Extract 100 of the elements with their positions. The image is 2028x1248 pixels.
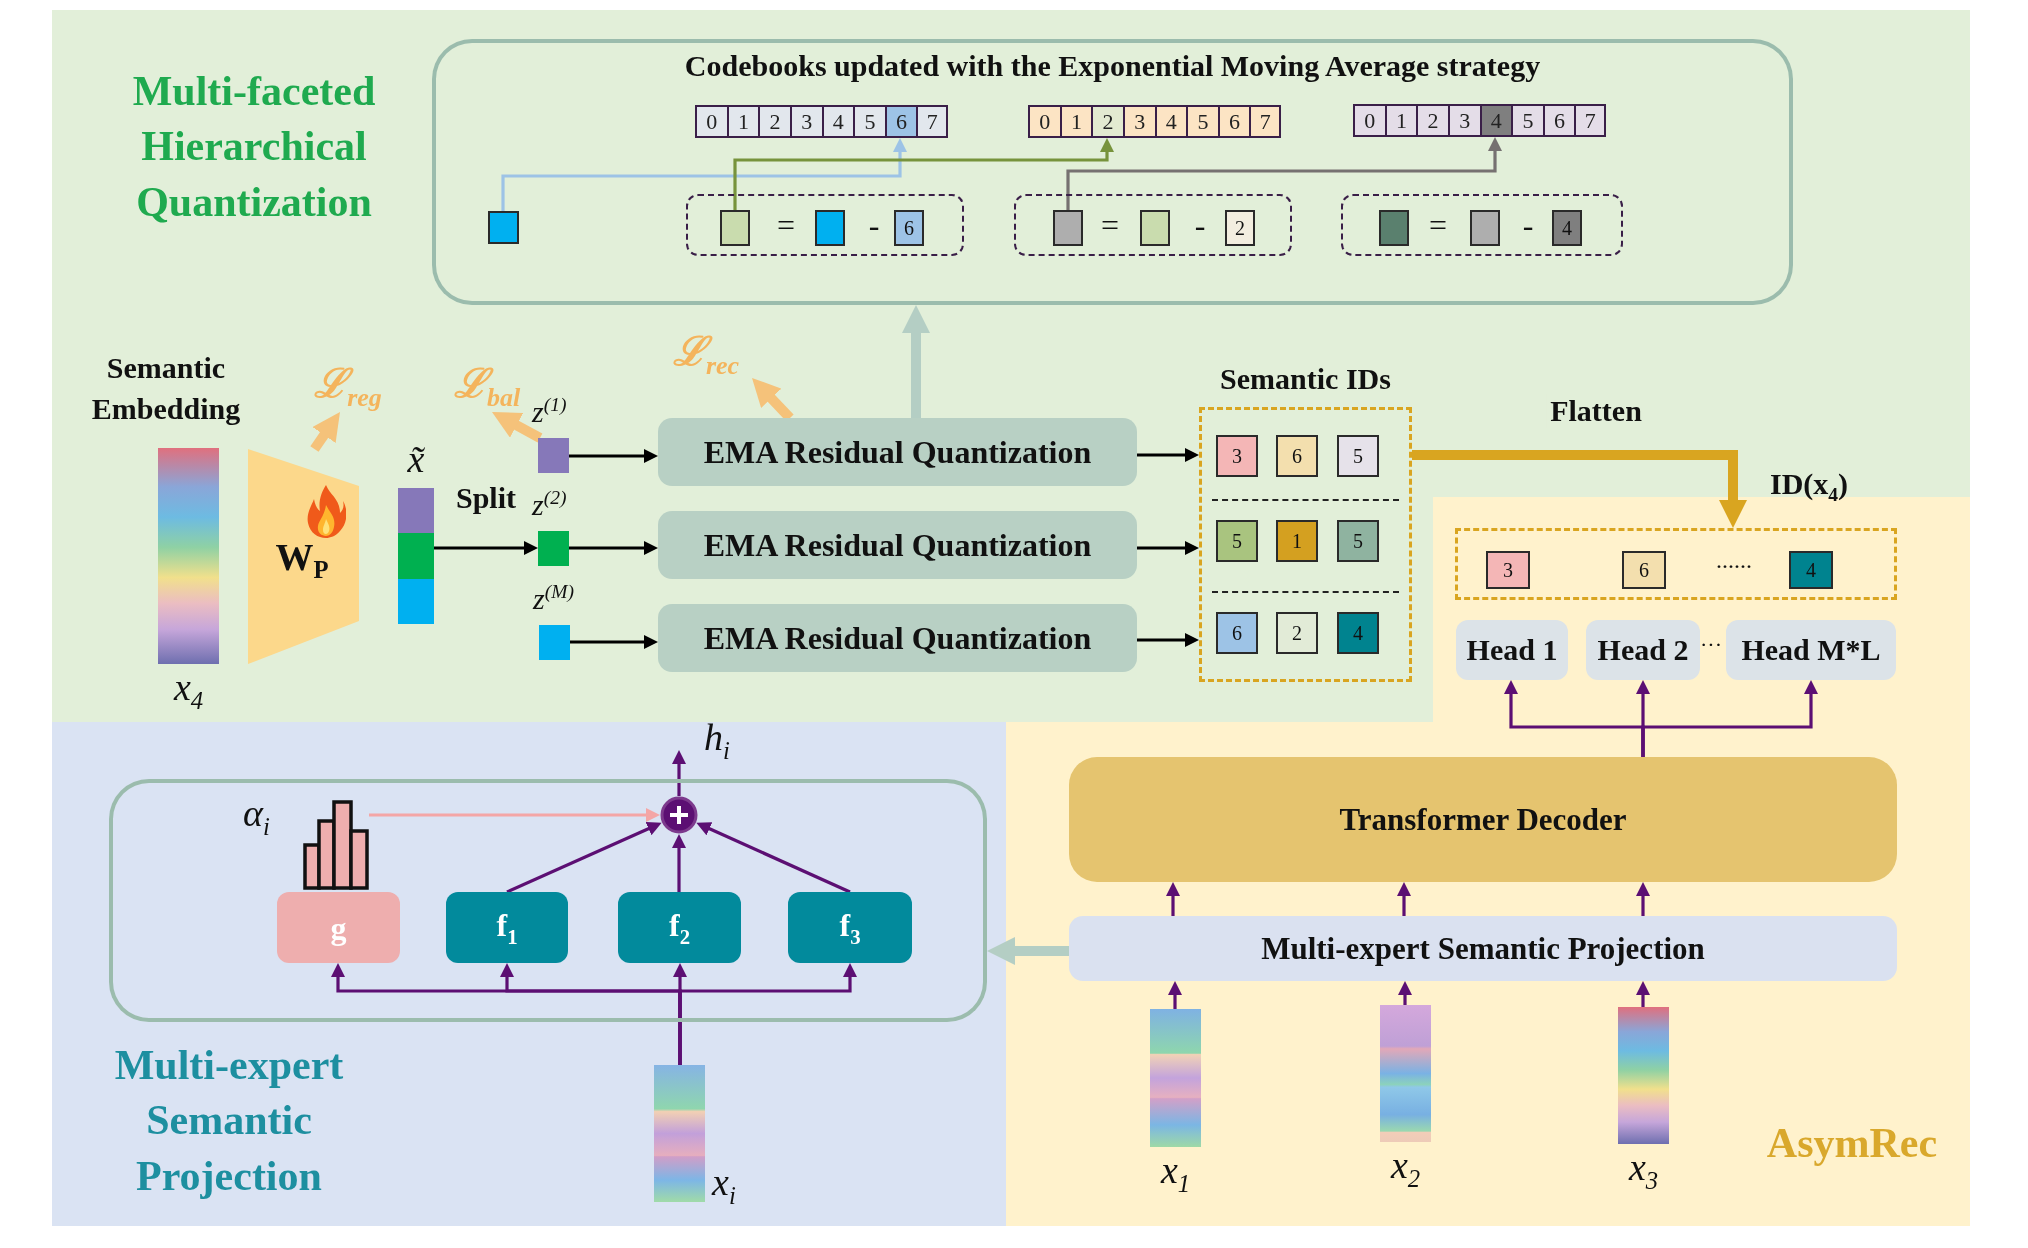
box-label: Head 2 [1597, 632, 1689, 668]
code-square [1216, 520, 1258, 562]
code-number: 6 [904, 216, 914, 240]
code-square [1337, 520, 1379, 562]
process-box [658, 511, 1137, 579]
box-label: Head 1 [1466, 632, 1558, 668]
gate-box [277, 892, 400, 963]
equals-sign: = [1101, 206, 1119, 244]
code-square [1622, 551, 1666, 589]
process-box [658, 418, 1137, 486]
minus-sign: - [1194, 206, 1206, 244]
codebook-entry: 0 [1353, 104, 1387, 137]
loss-label: ℒ$_{rec}$ [672, 329, 740, 381]
variable-label: x$_{3}$ [1628, 1146, 1659, 1195]
arrow [570, 634, 658, 650]
codebook-entry: 2 [758, 105, 792, 138]
arrow [492, 412, 543, 443]
section-title: Multi-faceted Hierarchical Quantization [131, 67, 377, 227]
head-box [1456, 620, 1568, 680]
code-square [1276, 612, 1318, 654]
variable-label: α$_{i}$ [243, 792, 270, 841]
arrow [434, 540, 538, 556]
residual-box [1341, 194, 1623, 256]
ellipsis: ...... [1716, 547, 1752, 575]
ellipsis: ··· [1700, 632, 1722, 658]
code-number: 4 [1562, 216, 1572, 240]
residual-box [1014, 194, 1292, 256]
arrow [1165, 882, 1181, 916]
loss-label: ℒ$_{reg}$ [314, 361, 382, 413]
box-label: f$_{3}$ [839, 906, 861, 949]
panel-title: Codebooks updated with the Exponential Moving Average strategy [684, 49, 1541, 84]
vector-square [488, 211, 519, 244]
arrow [1396, 882, 1412, 916]
minus-sign: - [868, 206, 880, 244]
code-square [1225, 210, 1255, 246]
codebook-entry: 5 [1511, 104, 1545, 137]
codebook-entry: 2 [1091, 105, 1125, 138]
codebook-entry: 0 [1028, 105, 1062, 138]
code-square [1216, 612, 1258, 654]
code-square [1552, 210, 1582, 246]
expert-box [618, 892, 741, 963]
head-box [1726, 620, 1896, 680]
vector-square [1470, 210, 1500, 246]
variable-label: z$^{(M)}$ [533, 581, 574, 617]
arrow [1641, 680, 1819, 757]
vector-square [1140, 210, 1170, 246]
equals-sign: = [777, 206, 795, 244]
box-label: g [330, 909, 347, 946]
arrow [696, 822, 851, 894]
minus-sign: - [1522, 206, 1534, 244]
model-name: AsymRec [1766, 1118, 1938, 1168]
code-square [1276, 435, 1318, 477]
arrow [678, 963, 858, 1065]
arrow [1066, 137, 1503, 210]
codebook-entry: 3 [789, 105, 824, 138]
rounded-frame [432, 39, 1793, 305]
process-box [1069, 757, 1897, 882]
code-number: 3 [1232, 444, 1242, 468]
arrow [1397, 981, 1413, 1005]
code-number: 1 [1292, 529, 1302, 553]
group-title: Semantic IDs [1220, 362, 1391, 397]
code-square [894, 210, 924, 246]
arrow [569, 448, 658, 464]
box-label: EMA Residual Quantization [703, 433, 1092, 471]
code-square [1789, 551, 1833, 589]
arrow [1137, 447, 1199, 463]
section-heading: Semantic Embedding [90, 350, 242, 427]
code-number: 5 [1353, 529, 1363, 553]
variable-label: z$^{(2)}$ [532, 487, 567, 523]
rounded-frame [109, 779, 987, 1022]
variable-label: x$_{4}$ [173, 666, 204, 715]
arrow [369, 807, 660, 823]
arrow [1137, 632, 1199, 648]
variable-label: h$_{i}$ [704, 716, 730, 765]
codebook-entry: 5 [1186, 105, 1220, 138]
variable-label: x$_{i}$ [712, 1161, 736, 1210]
box-label: Head M*L [1741, 632, 1881, 668]
box-label: f$_{2}$ [668, 906, 691, 949]
codebook-entry: 3 [1447, 104, 1482, 137]
matrix-label: W$_{P}$ [275, 535, 329, 585]
section-title: Multi-expert Semantic Projection [113, 1041, 345, 1201]
loss-label: ℒ$_{bal}$ [453, 361, 521, 413]
arrow [569, 540, 658, 556]
residual-box [686, 194, 964, 256]
arrow [671, 750, 687, 796]
arrow [987, 937, 1069, 965]
codebook-entry: 2 [1416, 104, 1450, 137]
arrow [1635, 981, 1651, 1007]
code-number: 6 [1292, 444, 1302, 468]
code-number: 6 [1232, 621, 1242, 645]
process-box [1069, 916, 1897, 981]
equals-sign: = [1429, 206, 1447, 244]
box-label: Multi-expert Semantic Projection [1261, 930, 1705, 967]
vector-square [1053, 210, 1083, 246]
code-number: 6 [1639, 558, 1649, 582]
vector-square [815, 210, 845, 246]
code-square [1337, 435, 1379, 477]
expert-box [446, 892, 568, 963]
head-box [1586, 620, 1700, 680]
variable-label: z$^{(1)}$ [532, 394, 567, 430]
